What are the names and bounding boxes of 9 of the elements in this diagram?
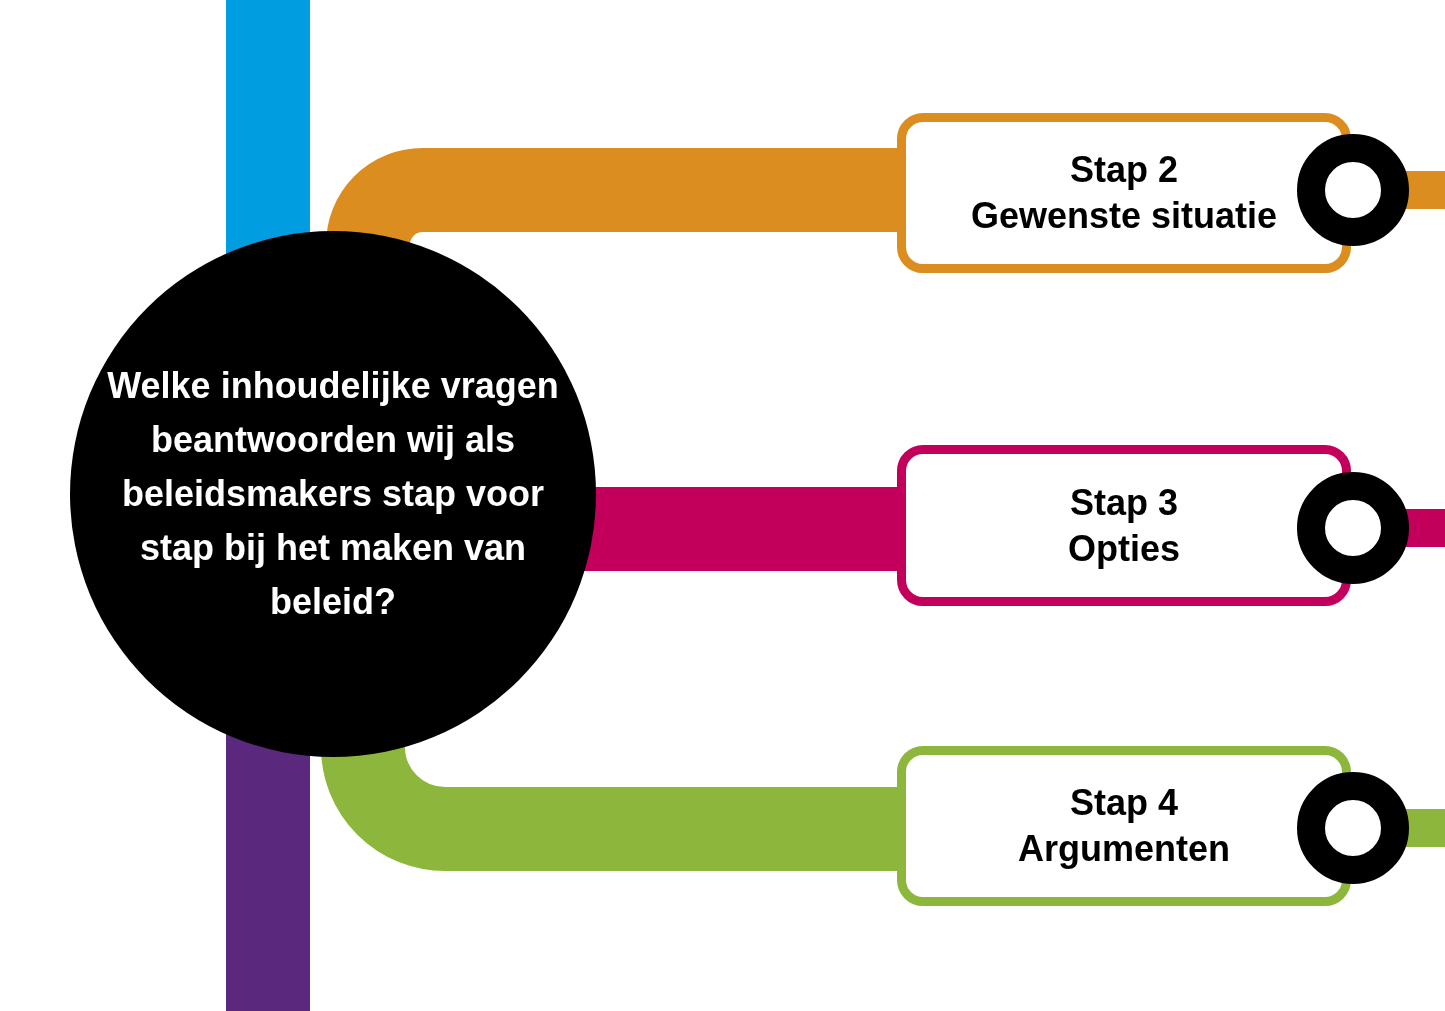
- route-line: [226, 0, 310, 256]
- step-title: Opties: [1068, 526, 1180, 571]
- step-heading: Stap 4: [1069, 781, 1178, 825]
- step-heading: Stap 2: [1069, 148, 1178, 192]
- route-line: [226, 732, 310, 1011]
- step-title: Argumenten: [1018, 827, 1230, 871]
- step-title: Gewenste situatie: [970, 194, 1278, 238]
- question-text: Welke inhoudelijke vragen beantwoorden wij als beleidsmakers stap voor stap bij het maken van beleid?: [106, 364, 560, 624]
- step-heading: Stap 3: [1069, 480, 1178, 525]
